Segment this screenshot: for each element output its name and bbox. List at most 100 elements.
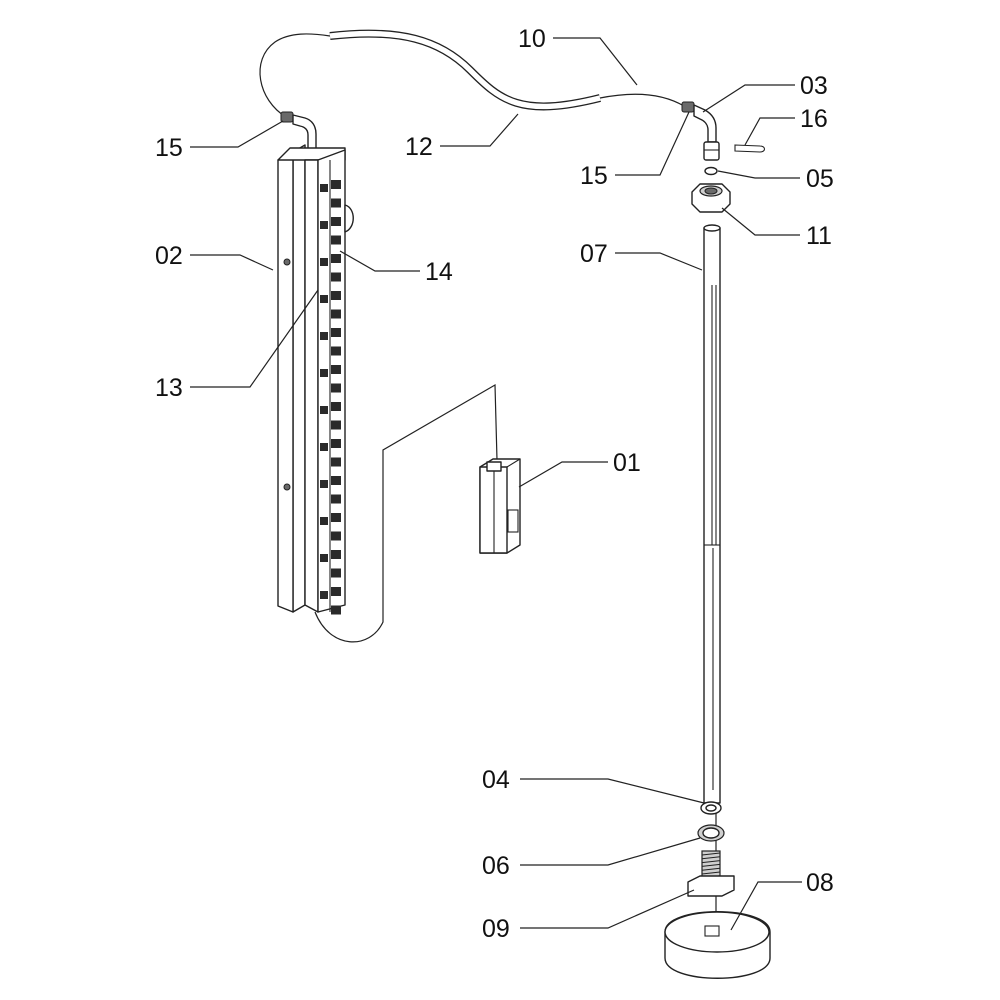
- scale-block-small: [320, 591, 328, 599]
- callout-10: 10: [518, 25, 546, 53]
- wire-bottom: [314, 383, 498, 643]
- ring-06-hole: [702, 827, 720, 839]
- coupling: [703, 141, 720, 161]
- scale-block-small: [320, 332, 328, 340]
- ruler-panel: [277, 144, 354, 615]
- leader-14: [339, 250, 420, 272]
- leader-10: [553, 37, 638, 86]
- wire-right: [599, 93, 685, 107]
- scale-block: [331, 217, 341, 226]
- scale-block: [331, 513, 341, 522]
- thread-line: [701, 871, 721, 875]
- panel-hole-top: [283, 258, 291, 266]
- base-top: [664, 911, 770, 953]
- scale-block: [331, 568, 341, 578]
- scale-block: [331, 272, 341, 282]
- scale-block: [331, 309, 341, 319]
- scale-block: [331, 587, 341, 596]
- callout-05: 05: [806, 165, 834, 193]
- thread-line: [701, 856, 721, 860]
- scale-block: [331, 346, 341, 356]
- callout-labels: 10 03 16 12 15 15 05 11 02 14 07 13 01 0…: [155, 25, 834, 943]
- leader-06: [520, 837, 701, 866]
- pin: [734, 144, 766, 153]
- leader-15a: [190, 120, 284, 148]
- scale-block: [331, 420, 341, 430]
- leader-12: [440, 113, 519, 147]
- washer-04-hole: [705, 804, 717, 812]
- leader-lines: [190, 37, 802, 931]
- right-fitting-nut: [681, 101, 695, 113]
- wire-assembly: [259, 29, 685, 643]
- scale-block: [331, 180, 341, 189]
- scale-marks: [320, 180, 341, 615]
- base-assembly: [664, 801, 771, 979]
- callout-07: 07: [580, 240, 608, 268]
- callout-14: 14: [425, 258, 453, 286]
- scale-block-small: [320, 295, 328, 303]
- hex-nut-hole: [704, 187, 718, 195]
- scale-block-small: [320, 369, 328, 377]
- panel-front-face: [277, 151, 294, 613]
- scale-block: [331, 383, 341, 393]
- pole: [703, 224, 721, 930]
- scale-block-small: [320, 480, 328, 488]
- panel-back-rail: [292, 144, 306, 613]
- leader-08: [730, 881, 802, 931]
- scale-block: [331, 198, 341, 208]
- callout-08: 08: [806, 869, 834, 897]
- scale-block-small: [320, 443, 328, 451]
- scale-block: [331, 531, 341, 541]
- scale-block: [331, 254, 341, 263]
- scale-block: [331, 328, 341, 337]
- tube: [329, 29, 601, 111]
- scale-block-small: [320, 221, 328, 229]
- callout-01: 01: [613, 449, 641, 477]
- left-fitting: [280, 111, 317, 151]
- base-socket: [704, 925, 720, 937]
- scale-block-small: [320, 554, 328, 562]
- thread-line: [701, 852, 721, 856]
- leader-01: [518, 461, 608, 488]
- clip-slot: [486, 461, 502, 472]
- leader-04: [520, 778, 705, 804]
- leader-11: [721, 207, 800, 236]
- thread-line: [701, 867, 721, 871]
- leader-15b: [615, 111, 690, 176]
- scale-block: [331, 494, 341, 504]
- mounting-clip: [479, 458, 521, 554]
- scale-block-small: [320, 258, 328, 266]
- clip-edge: [506, 458, 521, 468]
- panel-knob: [344, 204, 354, 233]
- leader-02: [190, 254, 274, 271]
- leader-03: [702, 84, 795, 113]
- left-fitting-nut: [280, 111, 294, 123]
- thread-line: [701, 863, 721, 867]
- scale-block: [331, 457, 341, 467]
- leader-05: [717, 170, 800, 179]
- panel-channel: [304, 159, 319, 613]
- wire-left: [259, 33, 331, 118]
- callout-12: 12: [405, 133, 433, 161]
- scale-block-small: [320, 517, 328, 525]
- leader-07: [615, 252, 703, 271]
- right-fitting: [681, 101, 766, 213]
- panel-hole-bottom: [283, 483, 291, 491]
- scale-block: [331, 365, 341, 374]
- washer-top: [704, 166, 718, 176]
- scale-block: [331, 235, 341, 245]
- callout-03: 03: [800, 72, 828, 100]
- mount-plate: [687, 875, 735, 897]
- callout-15-left: 15: [155, 134, 183, 162]
- callout-13: 13: [155, 374, 183, 402]
- thread-line: [701, 860, 721, 864]
- leader-09: [520, 889, 695, 929]
- callout-02: 02: [155, 242, 183, 270]
- callout-15-right: 15: [580, 162, 608, 190]
- callout-11: 11: [806, 222, 832, 250]
- leader-16: [744, 117, 795, 146]
- scale-block: [331, 439, 341, 448]
- clip-window: [507, 509, 519, 533]
- tube-inner: [329, 30, 601, 110]
